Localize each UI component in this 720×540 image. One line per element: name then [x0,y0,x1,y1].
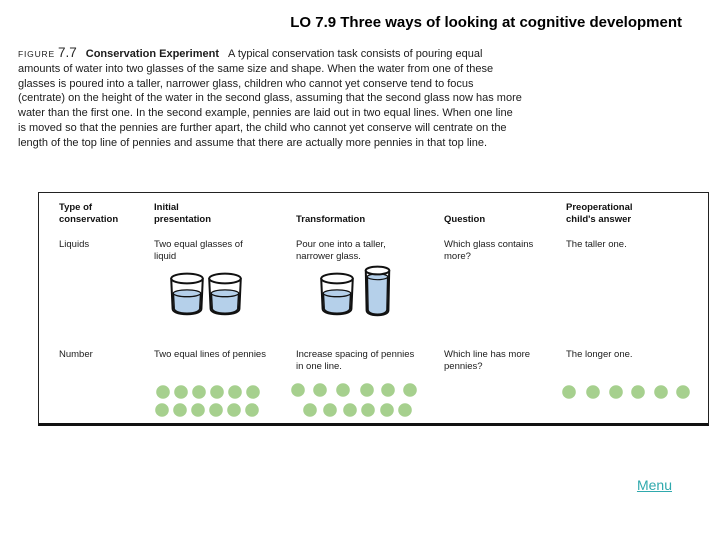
cell-type: Number [59,349,93,360]
menu-link[interactable]: Menu [636,477,672,493]
penny-icon [174,385,188,399]
figure-caption-text: A typical conservation task consists of … [18,48,522,149]
answer-penny-line-image [562,385,690,399]
penny-icon [343,403,357,417]
penny-icon [380,403,394,417]
column-header-answer: Preoperational child's answer [566,202,633,225]
penny-icon [323,403,337,417]
penny-icon [192,385,206,399]
penny-icon [361,403,375,417]
column-header-type: Type of conservation [59,202,119,225]
short-glass-icon [208,272,242,316]
penny-icon [303,403,317,417]
figure-heading: Conservation Experiment [85,48,220,60]
cell-answer: The taller one. [566,239,627,250]
cell-question: Which glass contains more? [444,239,534,262]
penny-icon [291,383,305,397]
cell-initial: Two equal glasses of liquid [154,239,243,262]
penny-icon [336,383,350,397]
cell-question: Which line has more pennies? [444,349,531,372]
slide-title: LO 7.9 Three ways of looking at cognitiv… [290,14,682,31]
figure-number: 7.7 [57,45,77,60]
spread-penny-lines-image [291,383,417,417]
short-and-tall-glass-image [320,265,391,317]
short-glass-icon [170,272,204,316]
cell-transformation: Pour one into a taller, narrower glass. [296,239,386,262]
figure-label: FIGURE [18,49,55,59]
tall-glass-icon [364,265,391,317]
cell-transformation: Increase spacing of pennies in one line. [296,349,415,372]
cell-answer: The longer one. [566,349,633,360]
penny-icon [209,403,223,417]
penny-icon [245,403,259,417]
penny-icon [246,385,260,399]
conservation-table: Type of conservation Initial presentatio… [38,192,709,426]
penny-icon [173,403,187,417]
column-header-transformation: Transformation [296,214,366,225]
cell-type: Liquids [59,239,90,250]
penny-icon [191,403,205,417]
penny-icon [562,385,576,399]
penny-icon [381,383,395,397]
short-glass-icon [320,272,354,316]
penny-icon [156,385,170,399]
equal-penny-lines-image [155,385,260,417]
penny-icon [676,385,690,399]
penny-icon [210,385,224,399]
penny-icon [227,403,241,417]
cell-initial: Two equal lines of pennies [154,349,266,360]
penny-icon [360,383,374,397]
penny-icon [313,383,327,397]
penny-icon [586,385,600,399]
penny-icon [398,403,412,417]
column-header-question: Question [444,214,486,225]
penny-icon [609,385,623,399]
penny-icon [155,403,169,417]
penny-icon [631,385,645,399]
penny-icon [228,385,242,399]
two-equal-glasses-image [170,272,242,316]
penny-icon [403,383,417,397]
column-header-initial: Initial presentation [154,202,212,225]
penny-icon [654,385,668,399]
